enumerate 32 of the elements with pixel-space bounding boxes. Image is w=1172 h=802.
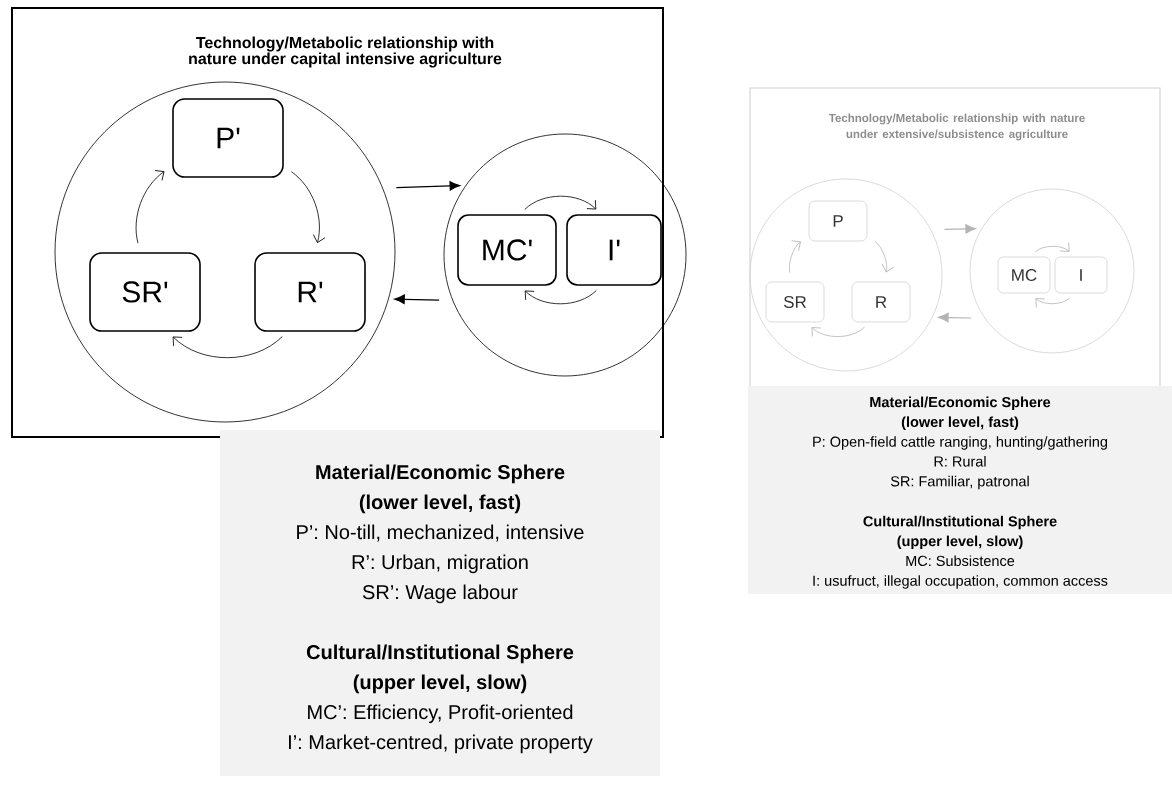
process-box: P' (172, 98, 284, 178)
arrow (524, 290, 597, 305)
arrow (938, 312, 972, 323)
arrow (291, 171, 326, 243)
arrow (874, 241, 895, 273)
process-box: MC (997, 256, 1051, 294)
arrow (1035, 242, 1070, 253)
note-box: Material/Economic Sphere (lower level, fast) P’: No-till, mechanized, intensive R’: Urban, migration SR’: Wage labour Cultural/Institutional Sphere (upper level, slow) MC’: Efficiency, Profit-oriented I’: Market-centred, private property (220, 430, 660, 776)
sphere-circle (749, 178, 943, 372)
arrow (394, 294, 440, 305)
sphere-circle (969, 188, 1135, 354)
arrow (135, 170, 165, 244)
process-box: I (1054, 256, 1108, 294)
process-box: R (851, 281, 911, 323)
note-box: Material/Economic Sphere (lower level, fast) P: Open-field cattle ranging, hunting/gathering R: Rural SR: Familiar, patronal Cultural/Institutional Sphere (upper level, slow) MC: Subsistence I: usufruct, illegal occupation, common access (748, 386, 1172, 594)
panel-title: Technology/Metabolic relationship with nature under capital intensive agriculture (189, 36, 502, 68)
process-box: SR' (89, 252, 201, 332)
sphere-circle (443, 133, 687, 377)
arrow (943, 224, 976, 234)
arrow (395, 181, 461, 191)
arrow (524, 195, 597, 210)
process-box: MC' (457, 214, 557, 286)
process-box: P (808, 200, 868, 242)
arrow (1035, 297, 1070, 308)
sphere-circle (54, 81, 396, 423)
arrow (172, 336, 283, 359)
process-box: I' (566, 214, 662, 286)
arrow (811, 326, 865, 337)
panel-title: Technology/Metabolic relationship with nature under extensive/subsistence agriculture (828, 113, 1085, 141)
arrow (788, 240, 801, 273)
process-box: R' (254, 252, 366, 332)
process-box: SR (765, 281, 825, 323)
